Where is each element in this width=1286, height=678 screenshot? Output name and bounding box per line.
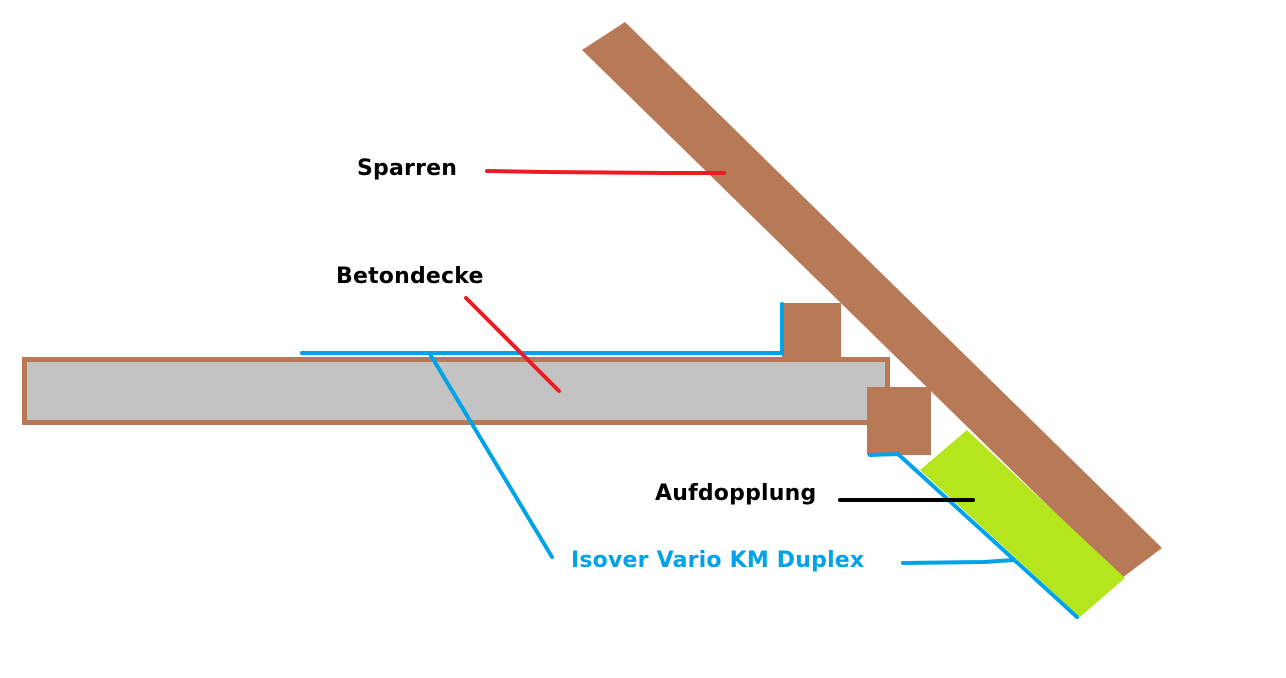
label-aufdopplung: Aufdopplung: [655, 481, 817, 506]
block-top: [782, 303, 841, 357]
betondecke-slab: [22, 357, 890, 425]
leader-betondecke: [464, 296, 561, 393]
sparren-rafter: [582, 22, 1162, 578]
isover-membrane-top: [300, 302, 784, 355]
aufdopplung-insulation: [920, 430, 1125, 617]
label-sparren: Sparren: [357, 156, 458, 181]
block-end: [867, 387, 931, 455]
leader-isover-right: [901, 558, 1016, 565]
label-betondecke: Betondecke: [336, 264, 484, 289]
isover-membrane-slope: [868, 452, 1079, 619]
label-isover: Isover Vario KM Duplex: [571, 548, 865, 573]
leader-isover-left: [428, 352, 554, 559]
leader-sparren: [485, 169, 726, 175]
